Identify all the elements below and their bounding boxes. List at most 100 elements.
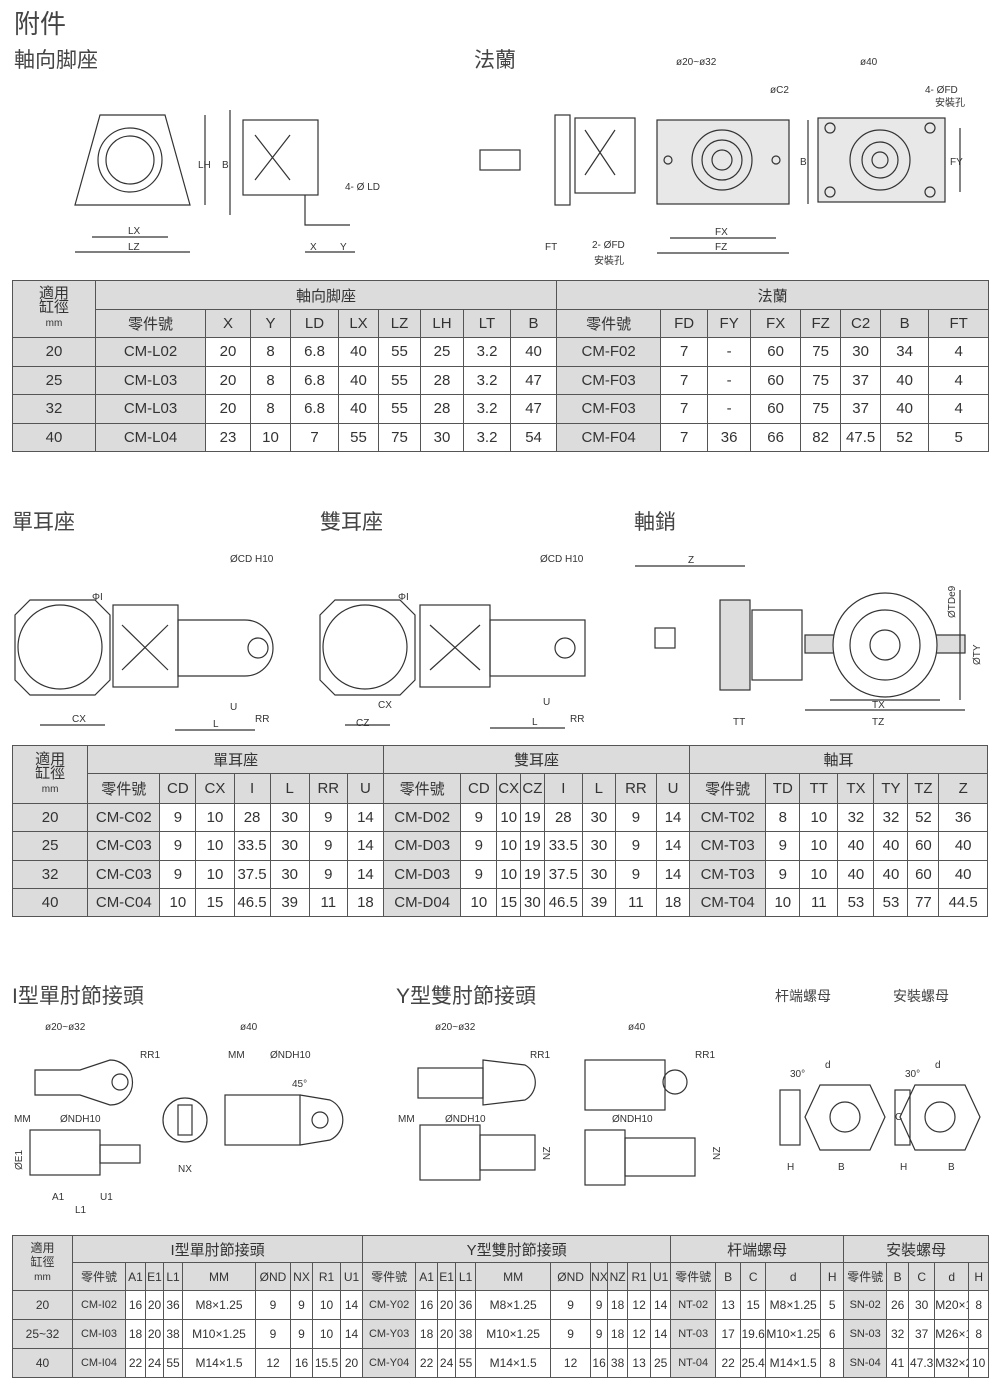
- value-cell: 60: [750, 337, 802, 367]
- group-header: 法蘭: [556, 280, 990, 310]
- value-cell: 47: [509, 394, 558, 424]
- value-cell: -: [707, 394, 752, 424]
- value-cell: 7: [660, 365, 709, 395]
- value-cell: 9: [159, 802, 197, 833]
- value-cell: 4: [928, 365, 990, 395]
- value-cell: 39: [269, 887, 310, 918]
- section-mount-nut-title: 安裝螺母: [893, 988, 949, 1004]
- label-cx: CX: [72, 714, 86, 725]
- column-header: I: [543, 773, 583, 804]
- value-cell: 10: [496, 802, 522, 833]
- part-number-cell: CM-C03: [87, 859, 161, 889]
- value-cell: 9: [460, 859, 498, 889]
- value-cell: 32: [886, 1319, 910, 1349]
- value-cell: -: [707, 337, 752, 367]
- value-cell: 9: [590, 1319, 609, 1349]
- label-phi-i-2: ΦI: [398, 592, 409, 603]
- value-cell: 82: [800, 422, 842, 452]
- part-number-cell: CM-Y03: [362, 1319, 417, 1349]
- value-cell: M8×1.25: [765, 1290, 822, 1320]
- value-cell: 47: [509, 365, 558, 395]
- value-cell: 9: [255, 1290, 291, 1320]
- part-number-cell: CM-I02: [72, 1290, 126, 1320]
- value-cell: 17: [715, 1319, 742, 1349]
- column-header: FD: [660, 309, 709, 338]
- value-cell: 36: [455, 1290, 477, 1320]
- value-cell: 60: [750, 394, 802, 424]
- column-header: FY: [707, 309, 752, 338]
- column-header: ØND: [550, 1262, 592, 1291]
- label-rr1-3: RR1: [695, 1050, 715, 1061]
- column-header: C2: [840, 309, 882, 338]
- part-number-cell: CM-F03: [556, 365, 662, 395]
- value-cell: 40: [938, 831, 988, 861]
- label-rr1-2: RR1: [530, 1050, 550, 1061]
- label-i-d20-32: ø20~ø32: [45, 1022, 86, 1033]
- column-header: LX: [338, 309, 379, 338]
- value-cell: 9: [550, 1319, 592, 1349]
- value-cell: 3.2: [463, 394, 511, 424]
- label-cdh10: ØCD H10: [230, 554, 274, 565]
- bore-cell: 20: [12, 1290, 73, 1320]
- value-cell: 32: [837, 802, 875, 833]
- value-cell: 9: [460, 802, 498, 833]
- label-l1: L1: [75, 1205, 87, 1216]
- value-cell: 28: [543, 802, 583, 833]
- value-cell: 4: [928, 337, 990, 367]
- label-lx: LX: [128, 226, 141, 237]
- label-d: d: [825, 1060, 831, 1071]
- value-cell: 30: [269, 859, 310, 889]
- value-cell: 12: [627, 1290, 652, 1320]
- part-number-cell: CM-L03: [95, 394, 206, 424]
- part-number-cell: CM-T02: [689, 802, 767, 833]
- column-header: L: [269, 773, 310, 804]
- column-header-part-no: 零件號: [383, 773, 462, 804]
- value-cell: 9: [460, 831, 498, 861]
- value-cell: 30: [269, 802, 310, 833]
- label-h: H: [787, 1162, 794, 1173]
- foot-mount-drawing: [74, 110, 355, 253]
- value-cell: 46.5: [543, 887, 583, 918]
- label-cx-2: CX: [378, 700, 392, 711]
- label-d40: ø40: [860, 57, 878, 68]
- value-cell: 15: [195, 887, 235, 918]
- value-cell: 55: [338, 422, 379, 452]
- column-header: CX: [496, 773, 522, 804]
- value-cell: 8: [250, 394, 291, 424]
- part-number-cell: CM-L03: [95, 365, 206, 395]
- value-cell: 22: [415, 1348, 439, 1378]
- value-cell: 10: [195, 802, 235, 833]
- value-cell: 9: [308, 802, 348, 833]
- value-cell: 10: [799, 802, 839, 833]
- group-header: 杆端螺母: [670, 1235, 845, 1263]
- bore-cell: 32: [12, 394, 96, 424]
- part-number-cell: CM-I04: [72, 1348, 126, 1378]
- value-cell: 24: [145, 1348, 164, 1378]
- label-ndh10-4: ØNDH10: [612, 1114, 653, 1125]
- label-cz: CZ: [356, 718, 369, 729]
- column-header: RR: [308, 773, 348, 804]
- label-30-2: 30°: [905, 1069, 920, 1080]
- column-header: CX: [195, 773, 235, 804]
- value-cell: 33.5: [233, 831, 271, 861]
- label-nx: NX: [178, 1164, 192, 1175]
- label-4-ld: 4- Ø LD: [345, 182, 380, 193]
- value-cell: M10×1.25: [182, 1319, 256, 1349]
- label-45: 45°: [292, 1079, 307, 1090]
- value-cell: 10: [496, 859, 522, 889]
- value-cell: 5: [928, 422, 990, 452]
- value-cell: 18: [656, 887, 691, 918]
- value-cell: 9: [765, 831, 801, 861]
- label-td: ØTDe9: [947, 585, 958, 618]
- label-tz: TZ: [872, 717, 884, 728]
- column-header: C: [908, 1262, 936, 1291]
- label-i-d40: ø40: [240, 1022, 258, 1033]
- column-header: U1: [339, 1262, 364, 1291]
- bore-cell: 40: [12, 1348, 73, 1378]
- value-cell: 9: [308, 831, 348, 861]
